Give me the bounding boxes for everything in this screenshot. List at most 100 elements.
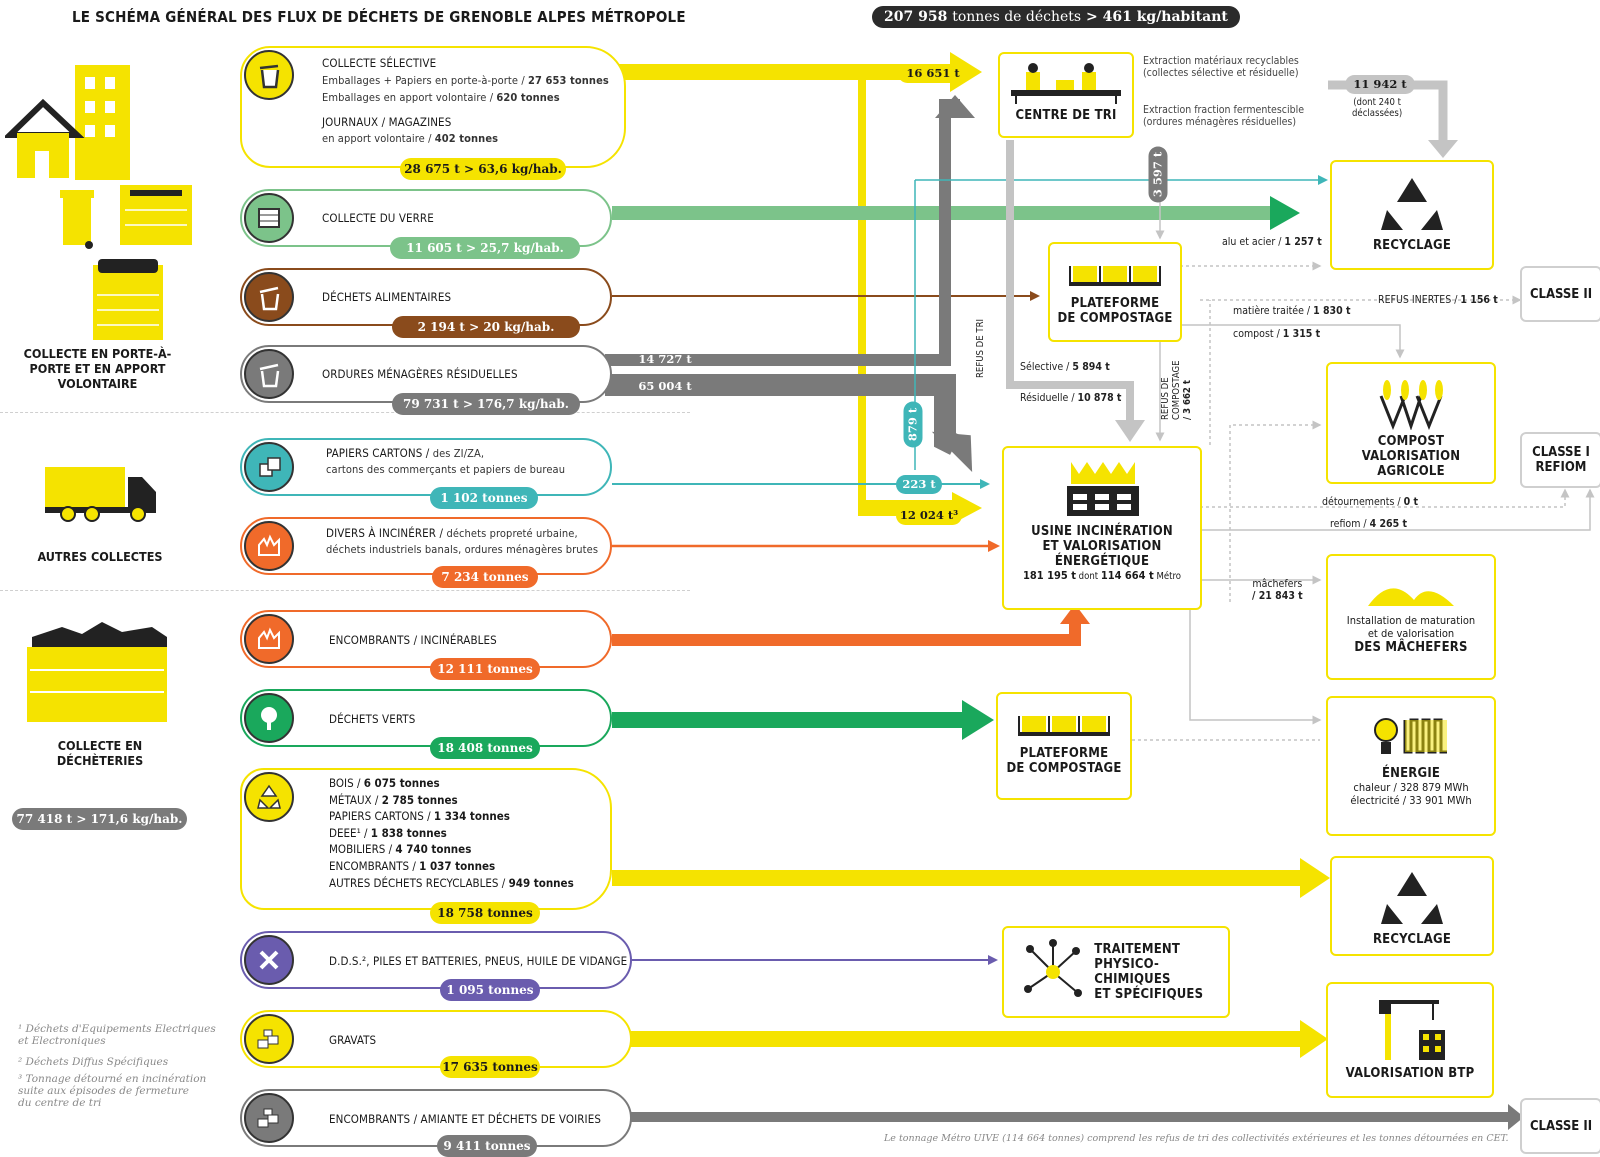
recyclables-item: ENCOMBRANTS / 1 037 tonnes	[329, 858, 496, 873]
selective-total: 28 675 t > 63,6 kg/hab.	[400, 158, 566, 180]
hazard-icon	[244, 935, 294, 985]
tree-icon	[244, 693, 294, 743]
group-label-decheteries: COLLECTE EN DÉCHÈTERIES	[56, 738, 144, 768]
glass-container-icon	[244, 193, 294, 243]
footnote-bottom: Le tonnage Métro UIVE (114 664 tonnes) c…	[884, 1133, 1509, 1144]
recycle-icon	[1381, 872, 1443, 924]
dest-uive-line2: ET VALORISATION	[1042, 539, 1162, 554]
factory-icon	[1067, 462, 1139, 516]
source-gravats	[240, 1010, 632, 1068]
rubble-icon	[244, 1014, 294, 1064]
source-recyclables	[240, 768, 612, 910]
molecule-icon	[1024, 939, 1082, 997]
recycle-icon	[244, 772, 294, 822]
food-bin-icon	[244, 272, 294, 322]
recyclables-item: AUTRES DÉCHETS RECYCLABLES / 949 tonnes	[329, 875, 574, 890]
selective-line2: Emballages en apport volontaire / 620 to…	[322, 91, 560, 104]
dest-compost-1-line2: DE COMPOSTAGE	[1057, 311, 1173, 326]
compost-platform-icon	[1069, 266, 1161, 286]
dest-energie-line2: électricité / 33 901 MWh	[1350, 794, 1472, 807]
flow-gravats-to-btp	[612, 1020, 1328, 1058]
source-verts	[240, 689, 612, 747]
recycle-icon	[1381, 178, 1443, 230]
source-amiante	[240, 1089, 632, 1147]
flow-compost: compost / 1 315 t	[1233, 328, 1321, 340]
encombrants-total: 12 111 tonnes	[430, 658, 540, 680]
verts-total: 18 408 tonnes	[430, 737, 540, 759]
dest-recyclage-1: RECYCLAGE	[1330, 160, 1494, 270]
trash-bin-icon	[244, 349, 294, 399]
dest-energie-line1: chaleur / 328 879 MWh	[1353, 781, 1469, 794]
flow-label-16651: 16 651 t	[898, 64, 968, 83]
dest-traitement-line3: ET SPÉCIFIQUES	[1094, 987, 1204, 1002]
recyclables-item: MÉTAUX / 2 785 tonnes	[329, 792, 458, 807]
source-dds	[240, 931, 632, 989]
gravats-total: 17 635 tonnes	[440, 1056, 540, 1078]
flow-alu: alu et acier / 1 257 t	[1222, 236, 1322, 248]
flow-label-3597: 3 597 t	[1148, 146, 1168, 203]
divers-line2: déchets industriels banals, ordures ména…	[326, 543, 599, 556]
dest-recyclage-2-title: RECYCLAGE	[1372, 932, 1452, 947]
sorting-workers-icon	[1011, 63, 1121, 104]
dest-uive-sub: 181 195 t dont 114 664 t Métro	[1023, 569, 1181, 582]
flow-verre-to-recyclage	[612, 196, 1300, 230]
recyclables-item: MOBILIERS / 4 740 tonnes	[329, 842, 472, 857]
flow-label-65004: 65 004 t	[638, 379, 692, 393]
extraction-fermentescible: Extraction fraction fermentescible(ordur…	[1143, 104, 1305, 128]
omr-total: 79 731 t > 176,7 kg/hab.	[392, 393, 580, 415]
fire-icon	[244, 614, 294, 664]
wheat-icon	[1379, 380, 1443, 431]
flow-refiom: refiom / 4 265 t	[1330, 518, 1407, 530]
flow-selective-refus: Sélective / 5 894 t	[1020, 361, 1110, 373]
dds-name: D.D.S.², PILES ET BATTERIES, PNEUS, HUIL…	[329, 954, 628, 968]
journaux-line: en apport volontaire / 402 tonnes	[322, 132, 499, 145]
selective-name: COLLECTE SÉLECTIVE	[322, 56, 437, 70]
flow-residuelle-refus: Résiduelle / 10 878 t	[1020, 392, 1122, 404]
dumpster-icon	[27, 622, 167, 722]
flow-label-12024: 12 024 t³	[896, 506, 962, 525]
flow-recyclables-to-recyclage	[612, 858, 1330, 898]
dest-btp-title: VALORISATION BTP	[1345, 1066, 1475, 1081]
dest-compost-1-line1: PLATEFORME	[1070, 296, 1160, 311]
verre-total: 11 605 t > 25,7 kg/hab.	[390, 237, 580, 259]
flow-encombrants-to-uive	[612, 604, 1090, 646]
dest-classe-1-line2: REFIOM	[1535, 460, 1587, 475]
dest-uive-line3: ÉNERGÉTIQUE	[1054, 554, 1150, 569]
dest-recyclage-1-title: RECYCLAGE	[1372, 238, 1452, 253]
source-papiers	[240, 438, 612, 496]
amiante-total: 9 411 tonnes	[437, 1135, 537, 1157]
dest-compost-agricole-line1: COMPOST VALORISATION	[1361, 434, 1461, 464]
dest-traitement: TRAITEMENT PHYSICO-CHIMIQUES ET SPÉCIFIQ…	[1002, 926, 1230, 1018]
flow-dds-to-traitement	[612, 955, 998, 965]
alimentaires-total: 2 194 t > 20 kg/hab.	[392, 316, 580, 338]
omr-name: ORDURES MÉNAGÈRES RÉSIDUELLES	[322, 367, 518, 381]
source-encombrants	[240, 610, 612, 668]
papiers-name: PAPIERS CARTONS / des ZI/ZA,	[326, 446, 485, 460]
dest-traitement-text: TRAITEMENT PHYSICO-CHIMIQUES ET SPÉCIFIQ…	[1094, 942, 1228, 1002]
divers-total: 7 234 tonnes	[432, 566, 538, 588]
flow-label-223: 223 t	[896, 475, 942, 494]
dest-classe-2b: CLASSE II	[1520, 1098, 1600, 1154]
flow-matiere: matière traitée / 1 830 t	[1233, 305, 1351, 317]
flow-divers-to-uive	[612, 540, 1000, 552]
recyclables-item: BOIS / 6 075 tonnes	[329, 776, 440, 790]
separator	[0, 412, 690, 413]
amiante-name: ENCOMBRANTS / AMIANTE ET DÉCHETS DE VOIR…	[329, 1112, 602, 1126]
dest-btp: VALORISATION BTP	[1326, 982, 1494, 1098]
dest-centre-tri: CENTRE DE TRI	[998, 52, 1134, 138]
compost-platform-icon	[1018, 716, 1110, 736]
secondary-flows	[1006, 80, 1595, 741]
buildings-icon	[5, 65, 192, 340]
papiers-line2: cartons des commerçants et papiers de bu…	[326, 463, 566, 476]
source-selective	[240, 46, 626, 168]
group-label-autres: AUTRES COLLECTES	[37, 549, 163, 564]
dest-machefers-line2: et de valorisation	[1367, 627, 1455, 640]
dest-energie-title: ÉNERGIE	[1381, 766, 1441, 781]
dest-energie: ÉNERGIE chaleur / 328 879 MWh électricit…	[1326, 696, 1496, 836]
recyclables-total: 18 758 tonnes	[430, 902, 540, 924]
dest-machefers: Installation de maturation et de valoris…	[1326, 554, 1496, 680]
